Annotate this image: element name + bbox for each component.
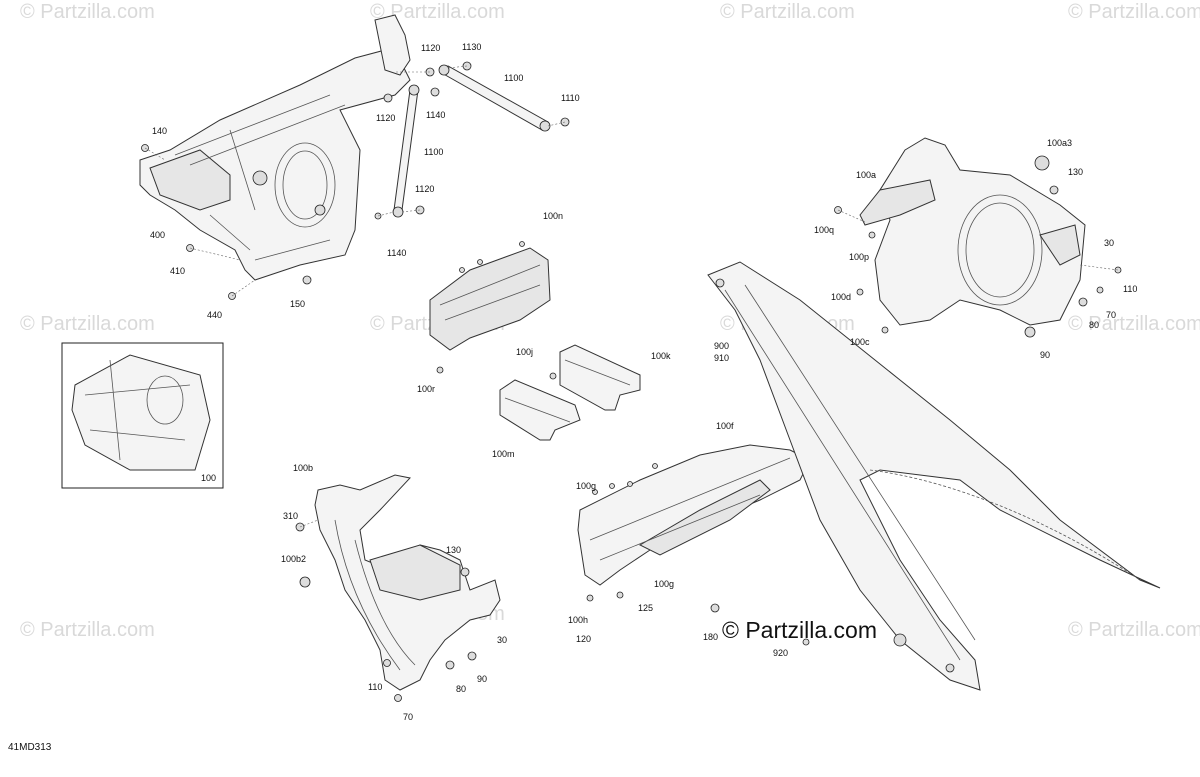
right-cage-100a (834, 137, 1122, 338)
watermark: © Partzilla.com (20, 1, 155, 23)
callout-label: 180 (703, 632, 718, 642)
floor-plate-100f (577, 444, 811, 602)
fasteners-top-left (141, 61, 570, 300)
callout-label: 110 (1123, 284, 1137, 294)
callout-label: 90 (1040, 350, 1050, 360)
callout-label: 1120 (415, 184, 434, 194)
rail-900-910 (707, 261, 1161, 691)
callout-label: 30 (497, 635, 507, 645)
callout-label: 920 (773, 648, 788, 658)
brackets-100j-100k-100m (499, 344, 641, 441)
callout-label: 100j (516, 347, 533, 357)
front-frame-400 (139, 14, 411, 281)
callout-label: 100g (654, 579, 674, 589)
callout-label: 100b2 (281, 554, 306, 564)
callout-label: 100d (831, 292, 851, 302)
callout-label: 310 (283, 511, 298, 521)
callout-label: 100c (850, 337, 870, 347)
watermark: © Partzilla.com (20, 619, 155, 641)
callout-label: 1100 (504, 73, 523, 83)
callout-label: 400 (150, 230, 165, 240)
watermark: © Partzilla.com (20, 313, 155, 335)
callout-label: 100 (201, 473, 216, 483)
pillar-100b (295, 474, 501, 702)
callout-label: 150 (290, 299, 305, 309)
callout-label: 100h (568, 615, 588, 625)
callout-label: 120 (576, 634, 591, 644)
partzilla-brand: © Partzilla.com (722, 617, 877, 643)
watermark: © Partzilla.com (1068, 1, 1200, 23)
callout-label: 110 (368, 682, 382, 692)
callout-label: 100q (814, 225, 834, 235)
callout-label: 100m (492, 449, 515, 459)
watermark: © Partzilla.com (1068, 619, 1200, 641)
callout-label: 100k (651, 351, 671, 361)
callout-label: 1120 (421, 43, 440, 53)
callout-label: 70 (1106, 310, 1116, 320)
callout-label: 100g (576, 481, 596, 491)
callout-label: 910 (714, 353, 729, 363)
watermark: © Partzilla.com (1068, 313, 1200, 335)
callout-label: 90 (477, 674, 487, 684)
callout-label: 100a (856, 170, 876, 180)
callout-label: 1110 (561, 93, 580, 103)
callout-label: 1130 (462, 42, 481, 52)
callout-label: 130 (446, 545, 461, 555)
callout-label: 80 (456, 684, 466, 694)
callout-label: 410 (170, 266, 185, 276)
callout-label: 125 (638, 603, 653, 613)
callout-label: 1140 (426, 110, 445, 120)
callout-label: 1140 (387, 248, 406, 258)
callout-label: 1100 (424, 147, 443, 157)
callout-label: 100r (417, 384, 435, 394)
watermark: © Partzilla.com (720, 1, 855, 23)
diagram-code: 41MD313 (8, 742, 52, 753)
callout-label: 80 (1089, 320, 1099, 330)
callout-label: 100p (849, 252, 869, 262)
callout-label: 100n (543, 211, 563, 221)
callout-label: 130 (1068, 167, 1083, 177)
plate-100n (429, 241, 551, 374)
inset-assembly-100 (61, 342, 224, 489)
callout-label: 900 (714, 341, 729, 351)
callout-label: 70 (403, 712, 413, 722)
callout-label: 1120 (376, 113, 395, 123)
callout-label: 440 (207, 310, 222, 320)
callout-label: 30 (1104, 238, 1114, 248)
watermark: © Partzilla.com (370, 1, 505, 23)
callout-label: 100f (716, 421, 734, 431)
callout-label: 100a3 (1047, 138, 1072, 148)
callout-label: 100b (293, 463, 313, 473)
callout-labels: 1130 1120 1100 1110 1120 1140 1100 1120 … (150, 42, 1137, 722)
callout-label: 140 (152, 126, 167, 136)
rods-1100 (392, 64, 551, 218)
